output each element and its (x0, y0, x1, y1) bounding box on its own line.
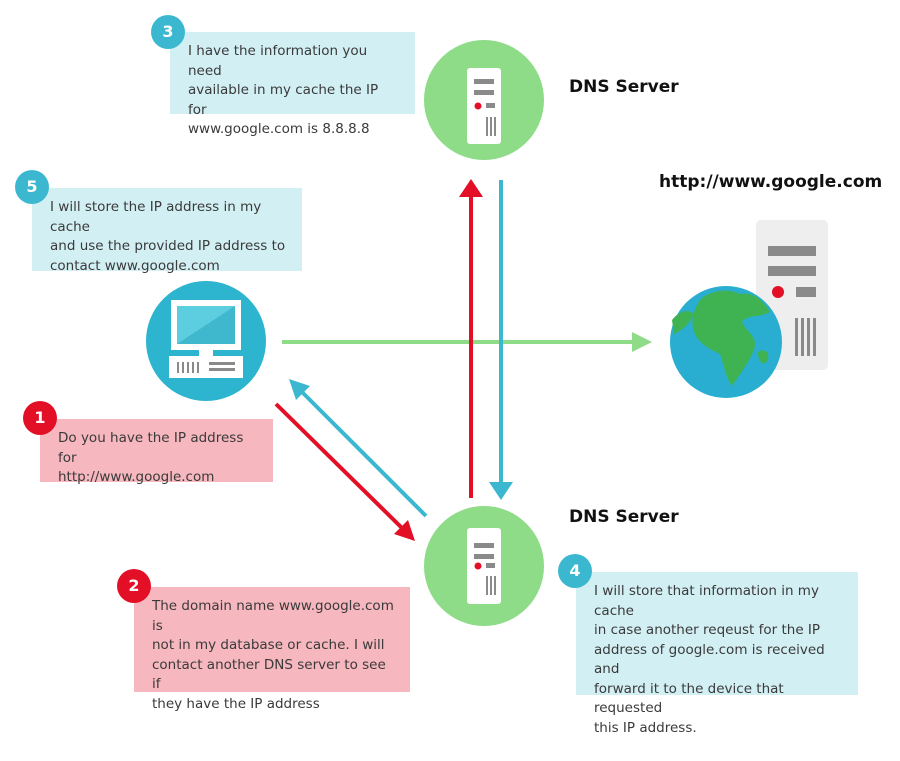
arrow-dns-to-dns-down (489, 180, 513, 500)
step-2-badge: 2 (117, 569, 151, 603)
step-1-note: Do you have the IP address for http://ww… (40, 419, 273, 485)
server-icon (467, 528, 501, 604)
computer-icon (169, 300, 243, 378)
arrow-computer-to-dns (274, 402, 415, 541)
arrow-computer-to-web (282, 332, 652, 352)
dns-server-top (424, 40, 544, 160)
dns-server-top-label: DNS Server (569, 77, 679, 97)
step-4-badge: 4 (558, 554, 592, 588)
step-5-badge: 5 (15, 170, 49, 204)
step-1-badge: 1 (23, 401, 57, 435)
step-5-note: I will store the IP address in my cache … (32, 188, 302, 274)
step-3-note: I have the information you need availabl… (170, 32, 415, 137)
dns-server-bottom (424, 506, 544, 626)
globe-icon (670, 286, 782, 398)
computer (146, 281, 266, 401)
server-icon (467, 68, 501, 144)
dns-server-bottom-label: DNS Server (569, 507, 679, 527)
arrow-dns-to-dns-up (459, 179, 483, 498)
website-label: http://www.google.com (659, 172, 883, 192)
step-2-note: The domain name www.google.com is not in… (134, 587, 410, 712)
arrow-dns-to-computer (289, 379, 428, 518)
step-4-note: I will store that information in my cach… (576, 572, 858, 736)
step-3-badge: 3 (151, 15, 185, 49)
